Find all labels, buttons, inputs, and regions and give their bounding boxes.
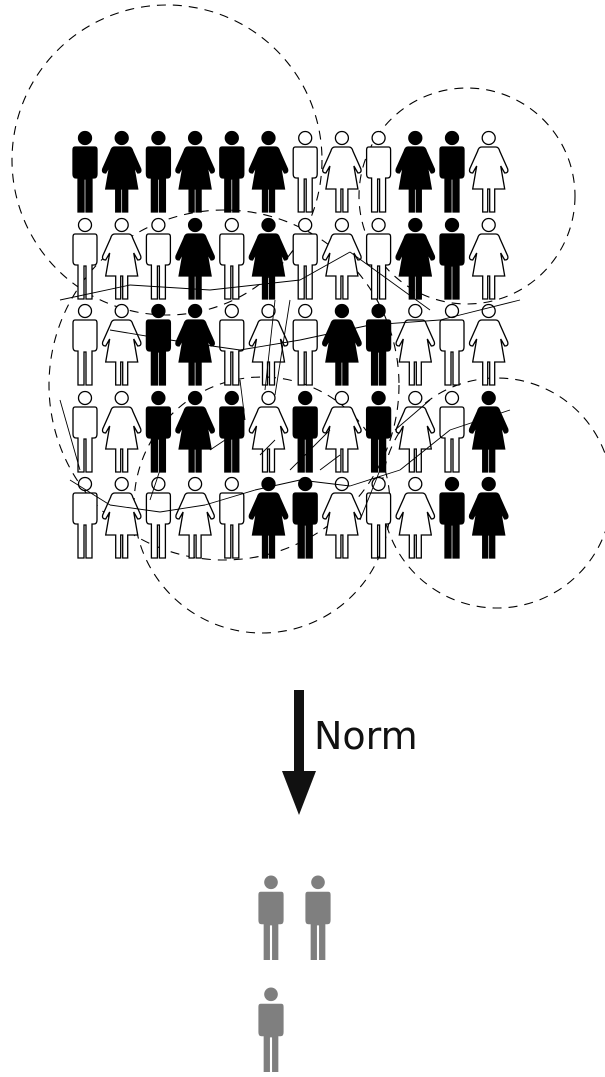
woman-figure-outline xyxy=(322,217,362,300)
connection-line xyxy=(129,284,211,291)
connection-line xyxy=(59,284,131,301)
woman-figure-filled xyxy=(395,130,436,213)
sample-circle xyxy=(11,4,323,316)
woman-figure-filled xyxy=(101,130,142,213)
woman-figure-outline xyxy=(175,476,215,559)
man-figure-outline xyxy=(219,476,245,559)
woman-figure-filled xyxy=(395,217,436,300)
connection-line xyxy=(149,469,161,501)
woman-figure-outline xyxy=(468,217,509,300)
man-figure-filled xyxy=(439,476,465,559)
man-figure-outline xyxy=(365,217,392,300)
man-figure-outline xyxy=(439,390,465,473)
man-figure-filled xyxy=(145,390,172,473)
woman-figure-outline xyxy=(101,390,142,473)
population-grid xyxy=(72,130,509,559)
woman-figure-outline xyxy=(468,303,509,386)
woman-figure-filled xyxy=(248,130,289,213)
result-man-figure xyxy=(305,875,331,960)
man-figure-filled xyxy=(72,130,98,213)
connection-line xyxy=(349,251,431,311)
woman-figure-outline xyxy=(395,476,436,559)
man-figure-filled xyxy=(292,390,318,473)
connection-line xyxy=(349,469,401,487)
connection-line xyxy=(209,429,241,451)
man-figure-outline xyxy=(145,476,172,559)
man-figure-outline xyxy=(365,476,392,559)
man-figure-filled xyxy=(365,390,392,473)
man-figure-outline xyxy=(292,130,318,213)
man-figure-filled xyxy=(439,217,465,300)
connection-line xyxy=(264,299,276,391)
man-figure-filled xyxy=(219,130,245,213)
connection-line xyxy=(209,279,301,291)
connection-line xyxy=(259,439,276,456)
woman-figure-filled xyxy=(175,303,215,386)
man-figure-outline xyxy=(72,390,98,473)
woman-figure-outline xyxy=(101,303,142,386)
woman-figure-filled xyxy=(468,390,509,473)
man-figure-outline xyxy=(219,303,245,386)
sample-circle xyxy=(358,87,576,305)
man-figure-filled xyxy=(219,390,245,473)
connection-line xyxy=(369,319,441,326)
woman-figure-outline xyxy=(322,476,362,559)
woman-figure-outline xyxy=(395,303,436,386)
connection-line xyxy=(254,479,301,491)
man-figure-filled xyxy=(439,130,465,213)
woman-figure-outline xyxy=(248,390,289,473)
connection-line xyxy=(239,379,246,421)
woman-figure-filled xyxy=(468,476,509,559)
man-figure-filled xyxy=(292,476,318,559)
man-figure-filled xyxy=(365,303,392,386)
woman-figure-filled xyxy=(175,130,215,213)
woman-figure-filled xyxy=(175,217,215,300)
arrow-label: Norm xyxy=(314,714,418,758)
result-man-figure xyxy=(258,987,284,1072)
norm-arrow xyxy=(282,690,316,815)
connection-line xyxy=(319,454,341,471)
connection-line xyxy=(359,469,381,521)
man-figure-outline xyxy=(72,303,98,386)
connection-line xyxy=(439,299,521,321)
connection-line xyxy=(289,429,331,471)
connection-line xyxy=(274,299,291,396)
woman-figure-outline xyxy=(468,130,509,213)
connection-line xyxy=(449,409,511,431)
connection-lines xyxy=(59,251,521,521)
connection-line xyxy=(394,399,431,431)
connection-line xyxy=(204,489,256,506)
arrow-shaft xyxy=(294,690,304,773)
connection-line xyxy=(109,504,161,513)
woman-figure-outline xyxy=(248,303,289,386)
woman-figure-filled xyxy=(322,303,362,386)
arrow-head xyxy=(282,771,316,815)
woman-figure-outline xyxy=(322,130,362,213)
woman-figure-filled xyxy=(175,390,215,473)
result-man-figure xyxy=(258,875,284,960)
connection-line xyxy=(299,479,351,487)
man-figure-outline xyxy=(292,217,318,300)
connection-line xyxy=(59,399,81,471)
connection-line xyxy=(169,339,241,351)
connection-line xyxy=(299,251,351,281)
connection-line xyxy=(159,504,206,513)
connection-line xyxy=(399,429,451,471)
sample-circle xyxy=(48,209,400,561)
man-figure-filled xyxy=(145,303,172,386)
result-group xyxy=(258,875,331,1072)
man-figure-outline xyxy=(72,217,98,300)
woman-figure-outline xyxy=(395,390,436,473)
man-figure-filled xyxy=(145,130,172,213)
connection-line xyxy=(109,329,171,341)
man-figure-outline xyxy=(292,303,318,386)
man-figure-outline xyxy=(365,130,392,213)
connection-line xyxy=(299,324,371,341)
connection-line xyxy=(69,479,111,506)
